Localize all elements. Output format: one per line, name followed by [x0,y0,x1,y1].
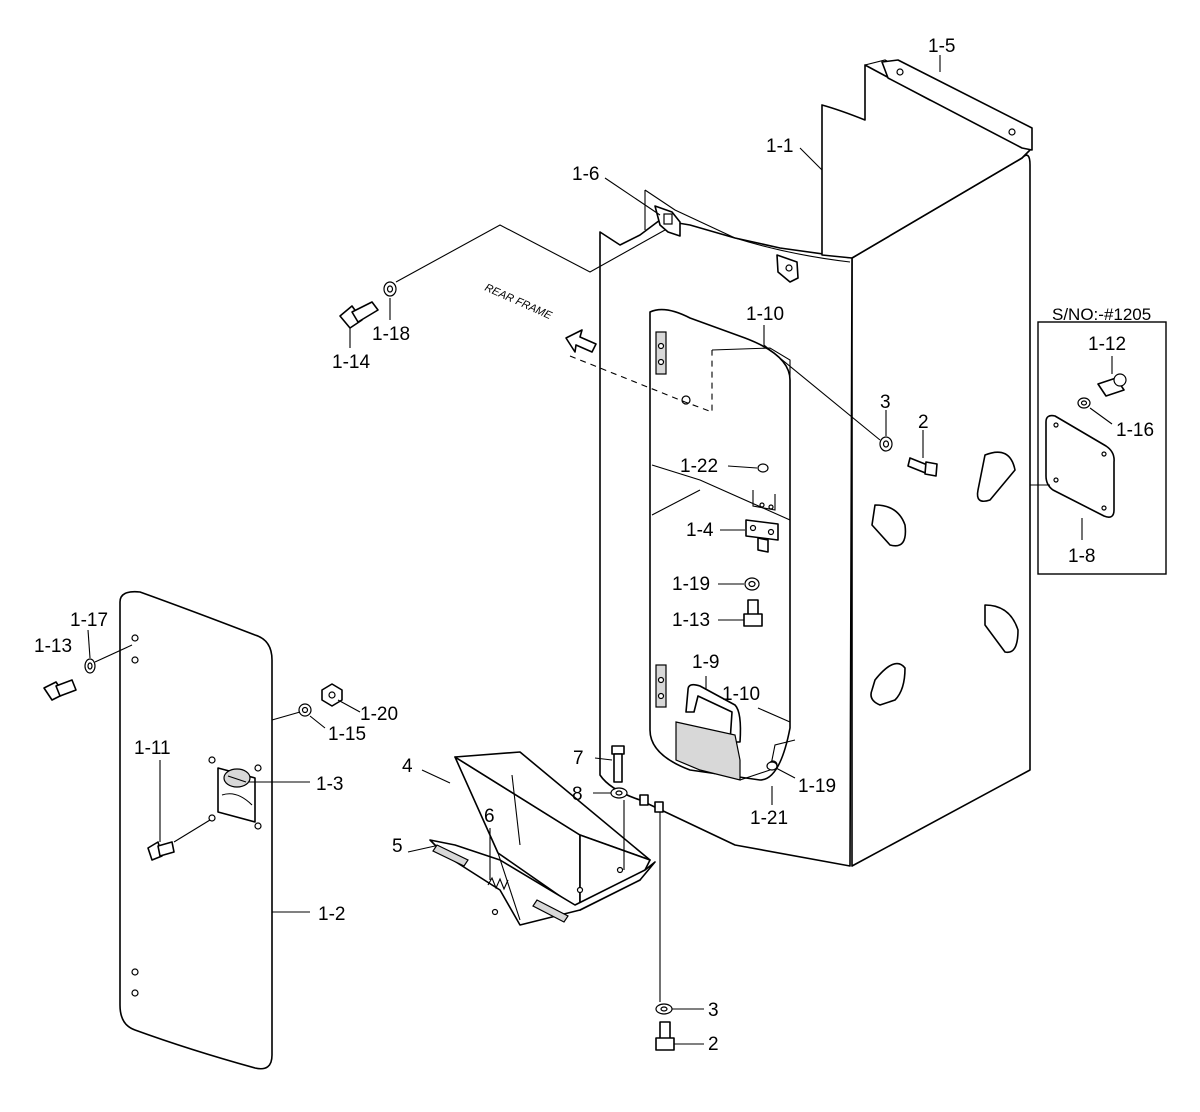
label-1-13-mid: 1-13 [672,610,710,631]
label-1-19-a: 1-19 [672,574,710,595]
label-1-3: 1-3 [316,774,343,795]
label-1-16: 1-16 [1116,420,1154,441]
label-1-4: 1-4 [686,520,714,541]
label-1-10-bot: 1-10 [722,684,760,705]
label-1-6: 1-6 [572,164,599,185]
label-7: 7 [573,748,584,769]
label-3-top: 3 [880,392,891,413]
label-1-1: 1-1 [766,136,793,157]
label-1-20: 1-20 [360,704,398,725]
label-1-21: 1-21 [750,808,788,829]
label-3-bot: 3 [708,1000,719,1021]
label-1-14: 1-14 [332,352,370,373]
inset-cover-plate [1037,321,1167,575]
label-1-13-left: 1-13 [34,636,72,657]
label-1-10-top: 1-10 [746,304,784,325]
fasteners [43,281,938,1051]
step-assembly [429,751,656,926]
door-panel [119,590,273,1070]
label-1-9: 1-9 [692,652,719,673]
label-1-15: 1-15 [328,724,366,745]
housing-body [599,59,1033,867]
rear-frame-label: REAR FRAME [483,282,554,323]
label-1-19-b: 1-19 [798,776,836,797]
label-8: 8 [572,784,583,805]
label-1-2: 1-2 [318,904,345,925]
part-labels: 1-5 1-1 1-6 1-18 1-14 1-10 3 2 1-22 1-4 … [34,36,1154,1055]
leader-lines [87,55,1113,1045]
label-1-18: 1-18 [372,324,410,345]
label-1-22: 1-22 [680,456,718,477]
label-1-11: 1-11 [134,738,171,759]
label-5: 5 [392,836,403,857]
label-1-5: 1-5 [928,36,955,57]
inset-title: S/NO:-#1205 [1052,305,1151,324]
label-6: 6 [484,806,495,827]
label-2-top: 2 [918,412,929,433]
rear-frame-arrow: REAR FRAME [483,282,597,353]
label-2-bot: 2 [708,1034,719,1055]
label-1-12: 1-12 [1088,334,1126,355]
label-4: 4 [402,756,413,777]
label-1-17: 1-17 [70,610,108,631]
label-1-8: 1-8 [1068,546,1095,567]
